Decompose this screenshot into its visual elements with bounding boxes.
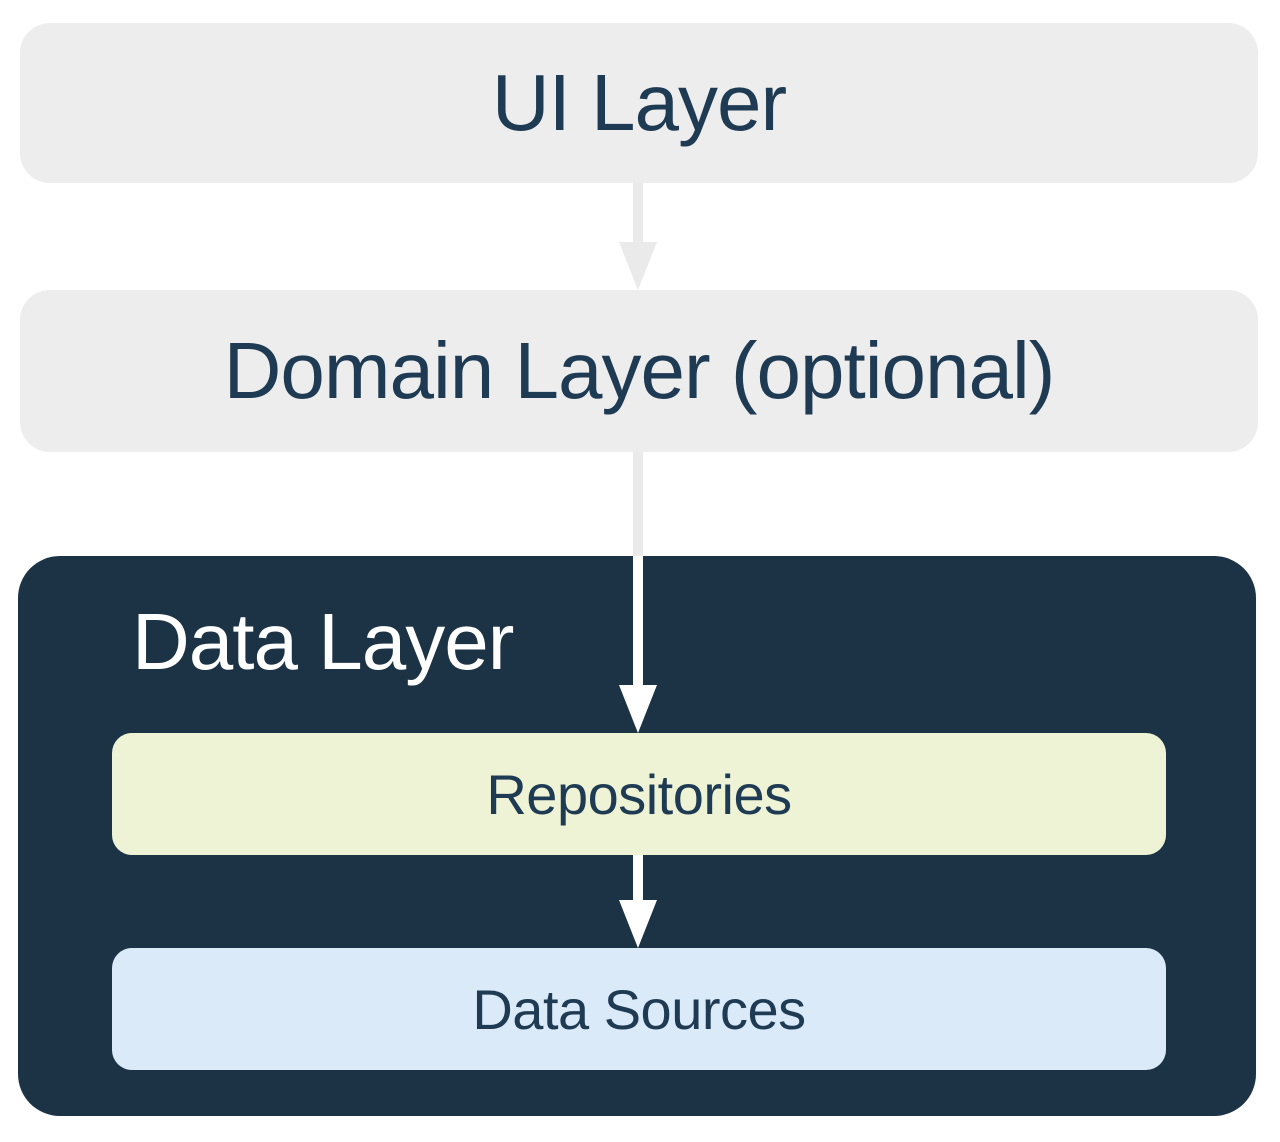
arrow-line bbox=[633, 556, 643, 686]
ui-layer-label: UI Layer bbox=[491, 58, 787, 147]
data-layer-label: Data Layer bbox=[132, 597, 514, 686]
arrow-line bbox=[633, 452, 643, 556]
arrow-repositories-to-data-sources bbox=[619, 855, 657, 948]
arrow-down-icon bbox=[619, 900, 657, 948]
ui-layer-box: UI Layer bbox=[20, 23, 1258, 183]
repositories-label: Repositories bbox=[486, 762, 792, 826]
repositories-box: Repositories bbox=[112, 733, 1166, 855]
arrow-line bbox=[633, 855, 643, 901]
arrow-line bbox=[633, 183, 643, 243]
data-sources-label: Data Sources bbox=[472, 977, 806, 1041]
domain-layer-box: Domain Layer (optional) bbox=[20, 290, 1258, 452]
arrow-down-icon bbox=[619, 685, 657, 733]
arrow-ui-to-domain bbox=[619, 183, 657, 290]
arrow-domain-to-repositories bbox=[619, 452, 657, 733]
data-sources-box: Data Sources bbox=[112, 948, 1166, 1070]
domain-layer-label: Domain Layer (optional) bbox=[223, 326, 1056, 415]
arrow-down-icon bbox=[619, 242, 657, 290]
